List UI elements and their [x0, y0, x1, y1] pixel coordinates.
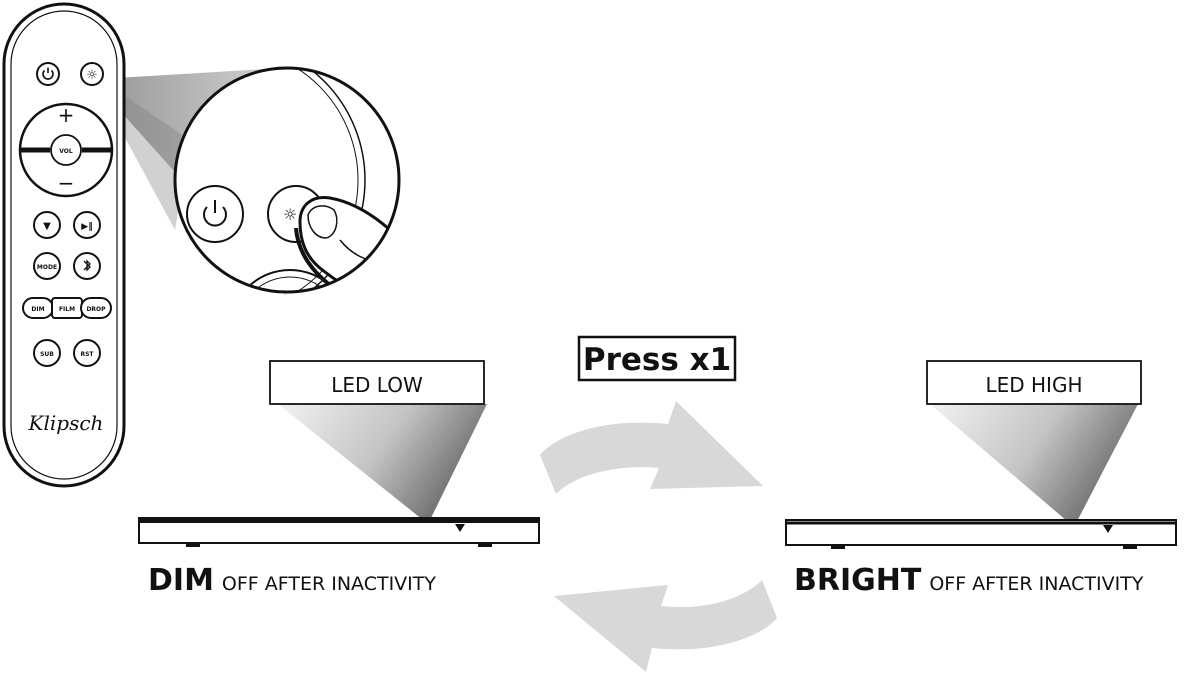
remote-sub-label: SUB [40, 351, 54, 358]
remote-control: ☼ + − VOL ▼ ▶‖ MODE [2, 2, 126, 488]
zoom-arc [175, 68, 366, 292]
play-pause-icon: ▶‖ [81, 222, 92, 232]
led-label-box-low [269, 360, 485, 405]
remote-volume-plus: + [58, 103, 75, 127]
remote-play-pause-button[interactable]: ▶‖ [73, 211, 101, 239]
remote-mode-label: MODE [37, 264, 57, 271]
fingernail [307, 205, 338, 239]
remote-rst-label: RST [80, 351, 94, 358]
soundbar-led-icon [1103, 525, 1113, 533]
remote-volume-center-label: VOL [59, 148, 73, 155]
zoom-volume-ring-inner [236, 276, 344, 292]
remote-film-label: FILM [59, 306, 75, 313]
remote-voice-button[interactable]: ▼ [33, 211, 61, 239]
remote-power-button[interactable] [36, 62, 60, 86]
voice-icon: ▼ [43, 221, 51, 232]
sun-icon: ☼ [86, 68, 98, 83]
soundbar-dim [138, 517, 540, 547]
remote-logo: Klipsch [28, 411, 104, 435]
remote-film-button[interactable]: FILM [51, 297, 83, 319]
remote-volume-ring[interactable]: + − VOL [18, 102, 114, 198]
soundbar-led-icon [455, 524, 465, 532]
remote-rst-button[interactable]: RST [73, 339, 101, 367]
cycle-arrow-top [540, 401, 763, 494]
zoom-arc-inner [175, 68, 359, 292]
remote-bluetooth-button[interactable] [73, 252, 101, 280]
remote-mode-button[interactable]: MODE [33, 252, 61, 280]
led-label-low: LED LOW [331, 373, 423, 397]
finger-outline-bottom [294, 227, 355, 292]
remote-light-button[interactable]: ☼ [80, 62, 104, 86]
remote-drop-label: DROP [86, 306, 106, 313]
zoom-sun-icon: ☼ [283, 205, 297, 224]
press-label: Press x1 [583, 342, 731, 378]
press-label-box: Press x1 [577, 335, 737, 382]
remote-volume-minus: − [58, 171, 75, 195]
led-label-box-high [926, 360, 1142, 405]
zoom-power-button[interactable] [186, 185, 244, 243]
remote-sub-button[interactable]: SUB [33, 339, 61, 367]
zoom-volume-ring-outer [229, 269, 351, 292]
remote-dim-button[interactable]: DIM [22, 297, 54, 319]
remote-inner-outline [10, 10, 118, 480]
led-beam-high [930, 404, 1138, 527]
cycle-arrow-bottom [554, 580, 777, 672]
remote-drop-button[interactable]: DROP [80, 297, 112, 319]
bluetooth-icon [83, 259, 91, 272]
soundbar-bright [785, 519, 1177, 549]
led-label-high: LED HIGH [985, 373, 1082, 397]
remote-dim-label: DIM [31, 306, 44, 313]
led-beam-low [278, 404, 487, 524]
